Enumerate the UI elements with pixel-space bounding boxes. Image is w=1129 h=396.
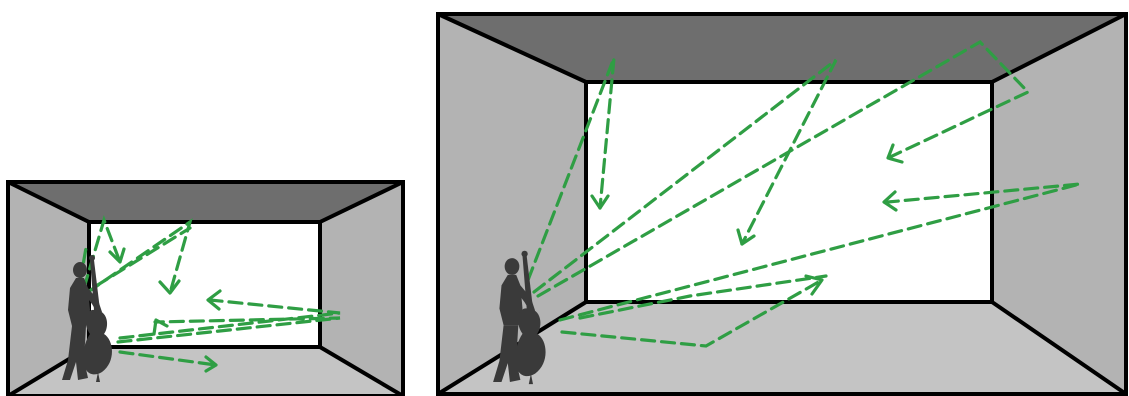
large-room [438,14,1126,394]
small-room [8,182,403,396]
large-room-back-wall [586,82,992,302]
